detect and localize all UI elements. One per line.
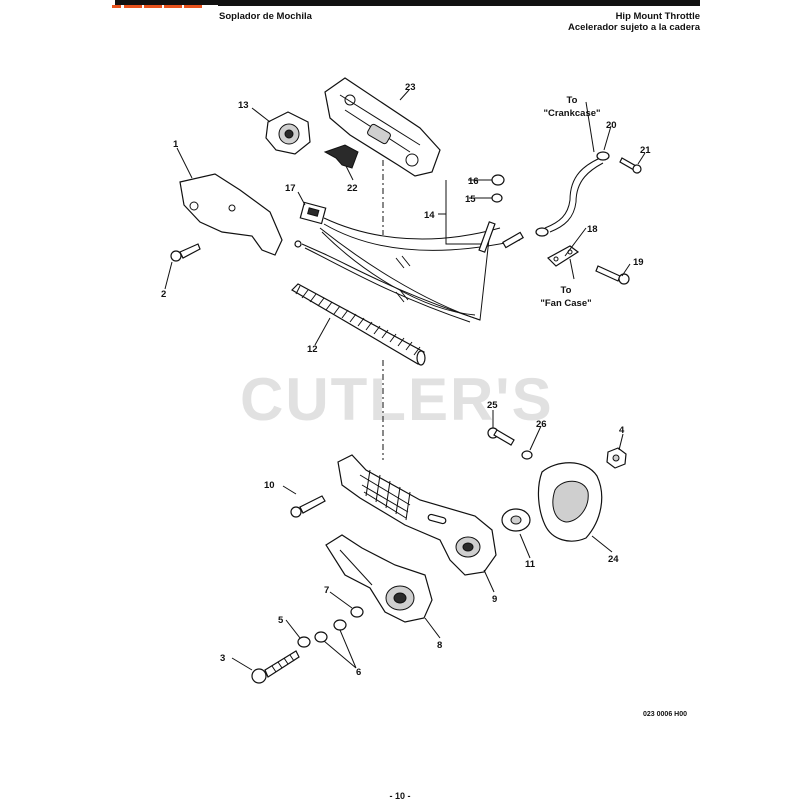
part-17-connector <box>299 201 327 225</box>
title-english: Hip Mount Throttle <box>615 11 700 22</box>
part-22-trigger <box>323 144 359 169</box>
part-20-ground-wire <box>535 151 610 237</box>
part-7-washer <box>350 606 364 618</box>
label-1: 1 <box>173 139 179 150</box>
brand-logo <box>110 0 218 8</box>
label-6: 6 <box>356 667 361 678</box>
part-19-screw <box>595 265 630 285</box>
label-2: 2 <box>161 289 166 300</box>
part-9-handle <box>337 454 497 576</box>
figure-code: 023 0006 H00 <box>643 711 687 718</box>
part-24-clamp <box>537 462 603 542</box>
to-crankcase-line1: To <box>567 95 578 106</box>
label-5: 5 <box>278 615 284 626</box>
part-11-washer <box>501 508 531 532</box>
label-22: 22 <box>347 183 358 194</box>
label-4: 4 <box>619 425 625 436</box>
part-13-switch <box>265 111 311 155</box>
label-25: 25 <box>487 400 498 411</box>
label-14: 14 <box>424 210 435 221</box>
part-21-screw <box>619 157 642 174</box>
to-fancase-line2: "Fan Case" <box>540 298 591 309</box>
label-8: 8 <box>437 640 442 651</box>
label-21: 21 <box>640 145 651 156</box>
watermark-text: CUTLER'S <box>240 366 554 433</box>
label-20: 20 <box>606 120 617 131</box>
header-left-title: Soplador de Mochila <box>219 11 312 22</box>
part-10-screw <box>290 495 326 518</box>
part-5-washer <box>297 636 311 648</box>
part-18-bracket <box>547 245 580 267</box>
to-crankcase-line2: "Crankcase" <box>543 108 600 119</box>
part-3-bolt <box>251 650 300 684</box>
part-6-washers <box>314 619 347 643</box>
label-3: 3 <box>220 653 225 664</box>
label-19: 19 <box>633 257 644 268</box>
label-12: 12 <box>307 344 318 355</box>
label-26: 26 <box>536 419 547 430</box>
label-11: 11 <box>525 559 536 570</box>
part-23-housing <box>324 77 441 177</box>
label-24: 24 <box>608 554 619 565</box>
label-13: 13 <box>238 100 249 111</box>
part-25-screw <box>487 427 515 446</box>
part-12-conduit <box>291 283 426 366</box>
label-17: 17 <box>285 183 296 194</box>
title-spanish: Acelerador sujeto a la cadera <box>567 22 700 33</box>
part-4-nut <box>606 447 627 469</box>
label-10: 10 <box>264 480 275 491</box>
header-rule <box>115 0 700 6</box>
leader-lines <box>164 89 646 671</box>
label-23: 23 <box>405 82 416 93</box>
label-9: 9 <box>492 594 497 605</box>
to-fancase-line1: To <box>561 285 572 296</box>
label-7: 7 <box>324 585 329 596</box>
header-right-titles: Hip Mount Throttle Acelerador sujeto a l… <box>568 11 700 33</box>
part-2-screw <box>170 243 201 262</box>
throttle-cable <box>294 240 481 323</box>
part-14-wires <box>319 217 524 321</box>
part-26-washer <box>521 450 533 460</box>
part-15-cap <box>491 193 503 203</box>
part-16-cap <box>491 174 505 186</box>
label-16: 16 <box>468 176 479 187</box>
part-1-cover <box>179 173 283 256</box>
label-18: 18 <box>587 224 598 235</box>
page-number: - 10 - <box>389 791 411 801</box>
part-8-grip <box>325 534 433 623</box>
label-15: 15 <box>465 194 476 205</box>
